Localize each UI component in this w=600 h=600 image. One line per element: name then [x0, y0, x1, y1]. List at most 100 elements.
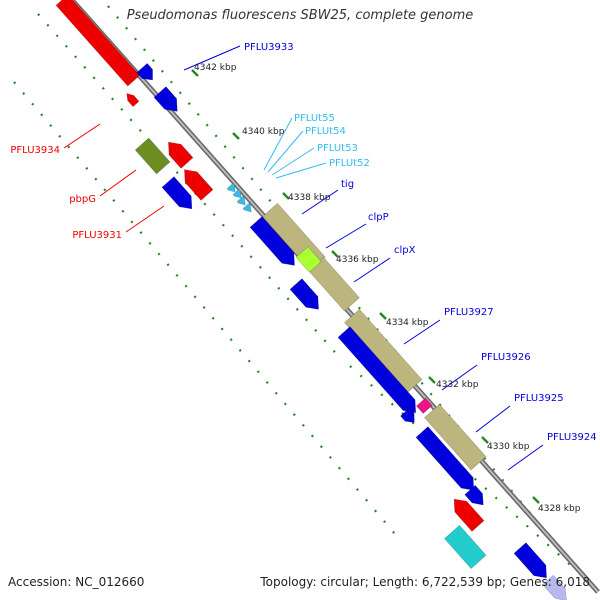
gene-leader-line [353, 257, 391, 283]
outer-ruler-dot [332, 349, 336, 353]
outer-ruler-dot [505, 505, 509, 509]
forward-gene-top [153, 86, 178, 112]
gene-leader-line [125, 205, 165, 233]
outer-ruler-dot [349, 365, 353, 369]
outer-ruler-dot [37, 13, 41, 17]
inner-ruler-dot [366, 317, 370, 321]
inner-ruler-dot [125, 26, 129, 30]
outer-ruler-dot [286, 297, 290, 301]
gene-label: PFLUt53 [317, 143, 358, 154]
gene-label: PFLUt52 [329, 158, 370, 169]
outer-ruler-dot [240, 244, 244, 248]
inner-ruler-dot [142, 48, 146, 52]
inner-ruler-dot [492, 467, 496, 471]
trna-arrow [236, 195, 246, 206]
major-ruler-tick [232, 132, 240, 140]
inner-ruler-dot [346, 477, 350, 481]
gene-label: PFLU3924 [547, 432, 597, 443]
inner-ruler-dot [238, 348, 242, 352]
major-ruler-tick [481, 436, 489, 444]
inner-ruler-dot [202, 306, 206, 310]
gene-label: PFLU3933 [244, 42, 294, 53]
inner-ruler-dot [365, 498, 368, 502]
inner-ruler-dot [112, 199, 116, 202]
inner-ruler-dot [319, 445, 323, 449]
gene-leader-line [263, 117, 293, 171]
major-ruler-tick [532, 496, 540, 504]
outer-ruler-dot [536, 534, 540, 538]
inner-ruler-dot [229, 338, 233, 342]
inner-ruler-dot [310, 434, 314, 438]
outer-ruler-dot [323, 339, 327, 343]
inner-ruler-dot [356, 488, 359, 492]
inner-ruler-dot [268, 198, 272, 202]
inner-ruler-dot [178, 91, 182, 95]
inner-ruler-dot [420, 381, 424, 385]
genome-summary: Topology: circular; Length: 6,722,539 bp… [260, 575, 590, 589]
inner-ruler-dot [151, 59, 155, 63]
inner-ruler-dot [107, 5, 111, 9]
inner-ruler-dot [67, 145, 71, 149]
major-ruler-tick [191, 69, 199, 77]
forward-gene-tiny [400, 407, 415, 423]
outer-ruler-dot [295, 307, 299, 311]
outer-ruler-dot [203, 202, 207, 206]
gene-features [55, 0, 600, 600]
inner-ruler-dot [501, 478, 505, 482]
inner-ruler-dot [283, 402, 287, 406]
outer-ruler-dot [64, 44, 68, 48]
gene-label: tig [341, 179, 354, 190]
reverse-gene-bottom [453, 498, 485, 532]
inner-ruler-dot [429, 392, 433, 396]
outer-ruler-dot [305, 318, 309, 322]
inner-ruler-dot [265, 381, 269, 384]
inner-ruler-dot [211, 316, 215, 320]
outer-ruler-dot [380, 393, 384, 397]
forward-gene-after [464, 484, 484, 506]
inner-ruler-dot [160, 69, 164, 73]
inner-ruler-dot [438, 403, 442, 407]
inner-ruler-dot [193, 295, 197, 299]
outer-ruler-dot [92, 76, 96, 80]
PFLU3933-gene [136, 62, 153, 81]
gene-leader-line [183, 45, 241, 71]
gene-leader-line [275, 162, 327, 179]
inner-ruler-dot [247, 359, 251, 363]
inner-ruler-dot [175, 273, 179, 277]
inner-ruler-dot [196, 112, 200, 116]
inner-ruler-dot [13, 81, 17, 85]
outer-ruler-dot [74, 55, 78, 59]
gene-leader-line [267, 130, 304, 173]
inner-ruler-dot [121, 209, 125, 213]
ruler-label: 4342 kbp [194, 63, 237, 73]
gene-label: PFLU3934 [10, 145, 60, 156]
major-ruler-tick [282, 192, 290, 200]
inner-ruler-dot [130, 220, 134, 224]
inner-ruler-dot [205, 123, 209, 127]
gene-label: clpP [368, 212, 389, 223]
outer-ruler-dot [411, 421, 415, 425]
reverse-gene-mid [184, 169, 214, 201]
inner-ruler-dot [134, 37, 137, 41]
gene-label: PFLU3927 [444, 307, 494, 318]
inner-ruler-dot [169, 80, 173, 84]
gene-leader-line [403, 319, 441, 345]
inner-ruler-dot [256, 370, 260, 374]
outer-ruler-dot [473, 477, 477, 481]
outer-ruler-dot [221, 223, 225, 227]
inner-ruler-dot [232, 155, 236, 159]
clpP-gene [249, 216, 295, 266]
gene-label: PFLUt54 [305, 126, 346, 137]
gene-leader-line [301, 189, 339, 215]
inner-ruler-dot [292, 413, 296, 417]
outer-ruler-dot [370, 383, 374, 387]
outer-ruler-dot [175, 171, 179, 175]
gene-leader-line [63, 123, 101, 149]
outer-ruler-dot [111, 97, 115, 101]
inner-ruler-dot [274, 391, 278, 395]
pbpG-gene [134, 137, 171, 175]
outer-ruler-dot [314, 328, 318, 332]
inner-ruler-dot [85, 166, 89, 170]
inner-ruler-dot [214, 134, 218, 138]
